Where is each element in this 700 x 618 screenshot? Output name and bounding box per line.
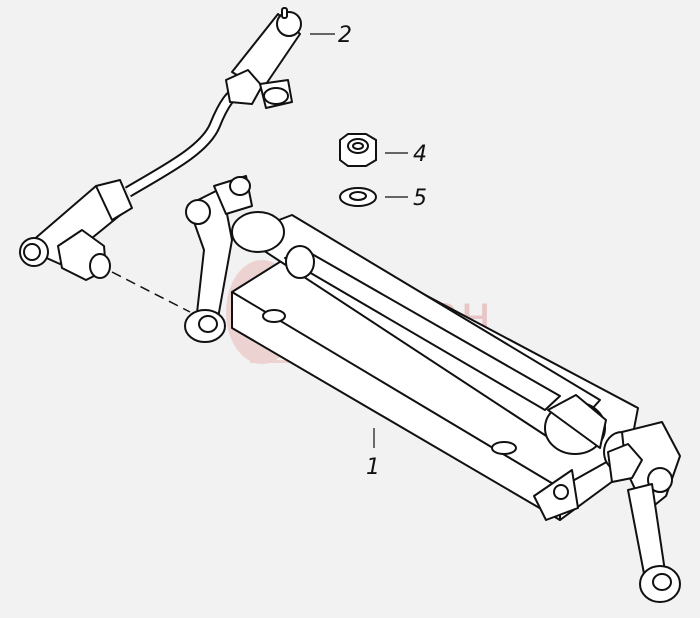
- callout-4: 4: [413, 142, 427, 167]
- part-2-pipe-assembly: [19, 7, 302, 281]
- connection-line: [111, 271, 191, 313]
- callout-1: 1: [366, 455, 380, 480]
- leader-lines: [310, 33, 408, 448]
- part-1-cylinder-assembly: [184, 175, 681, 603]
- part-5-washer: [339, 187, 377, 207]
- callout-2: 2: [338, 23, 352, 48]
- callout-5: 5: [413, 186, 427, 211]
- part-4-hex-nut: [339, 133, 377, 167]
